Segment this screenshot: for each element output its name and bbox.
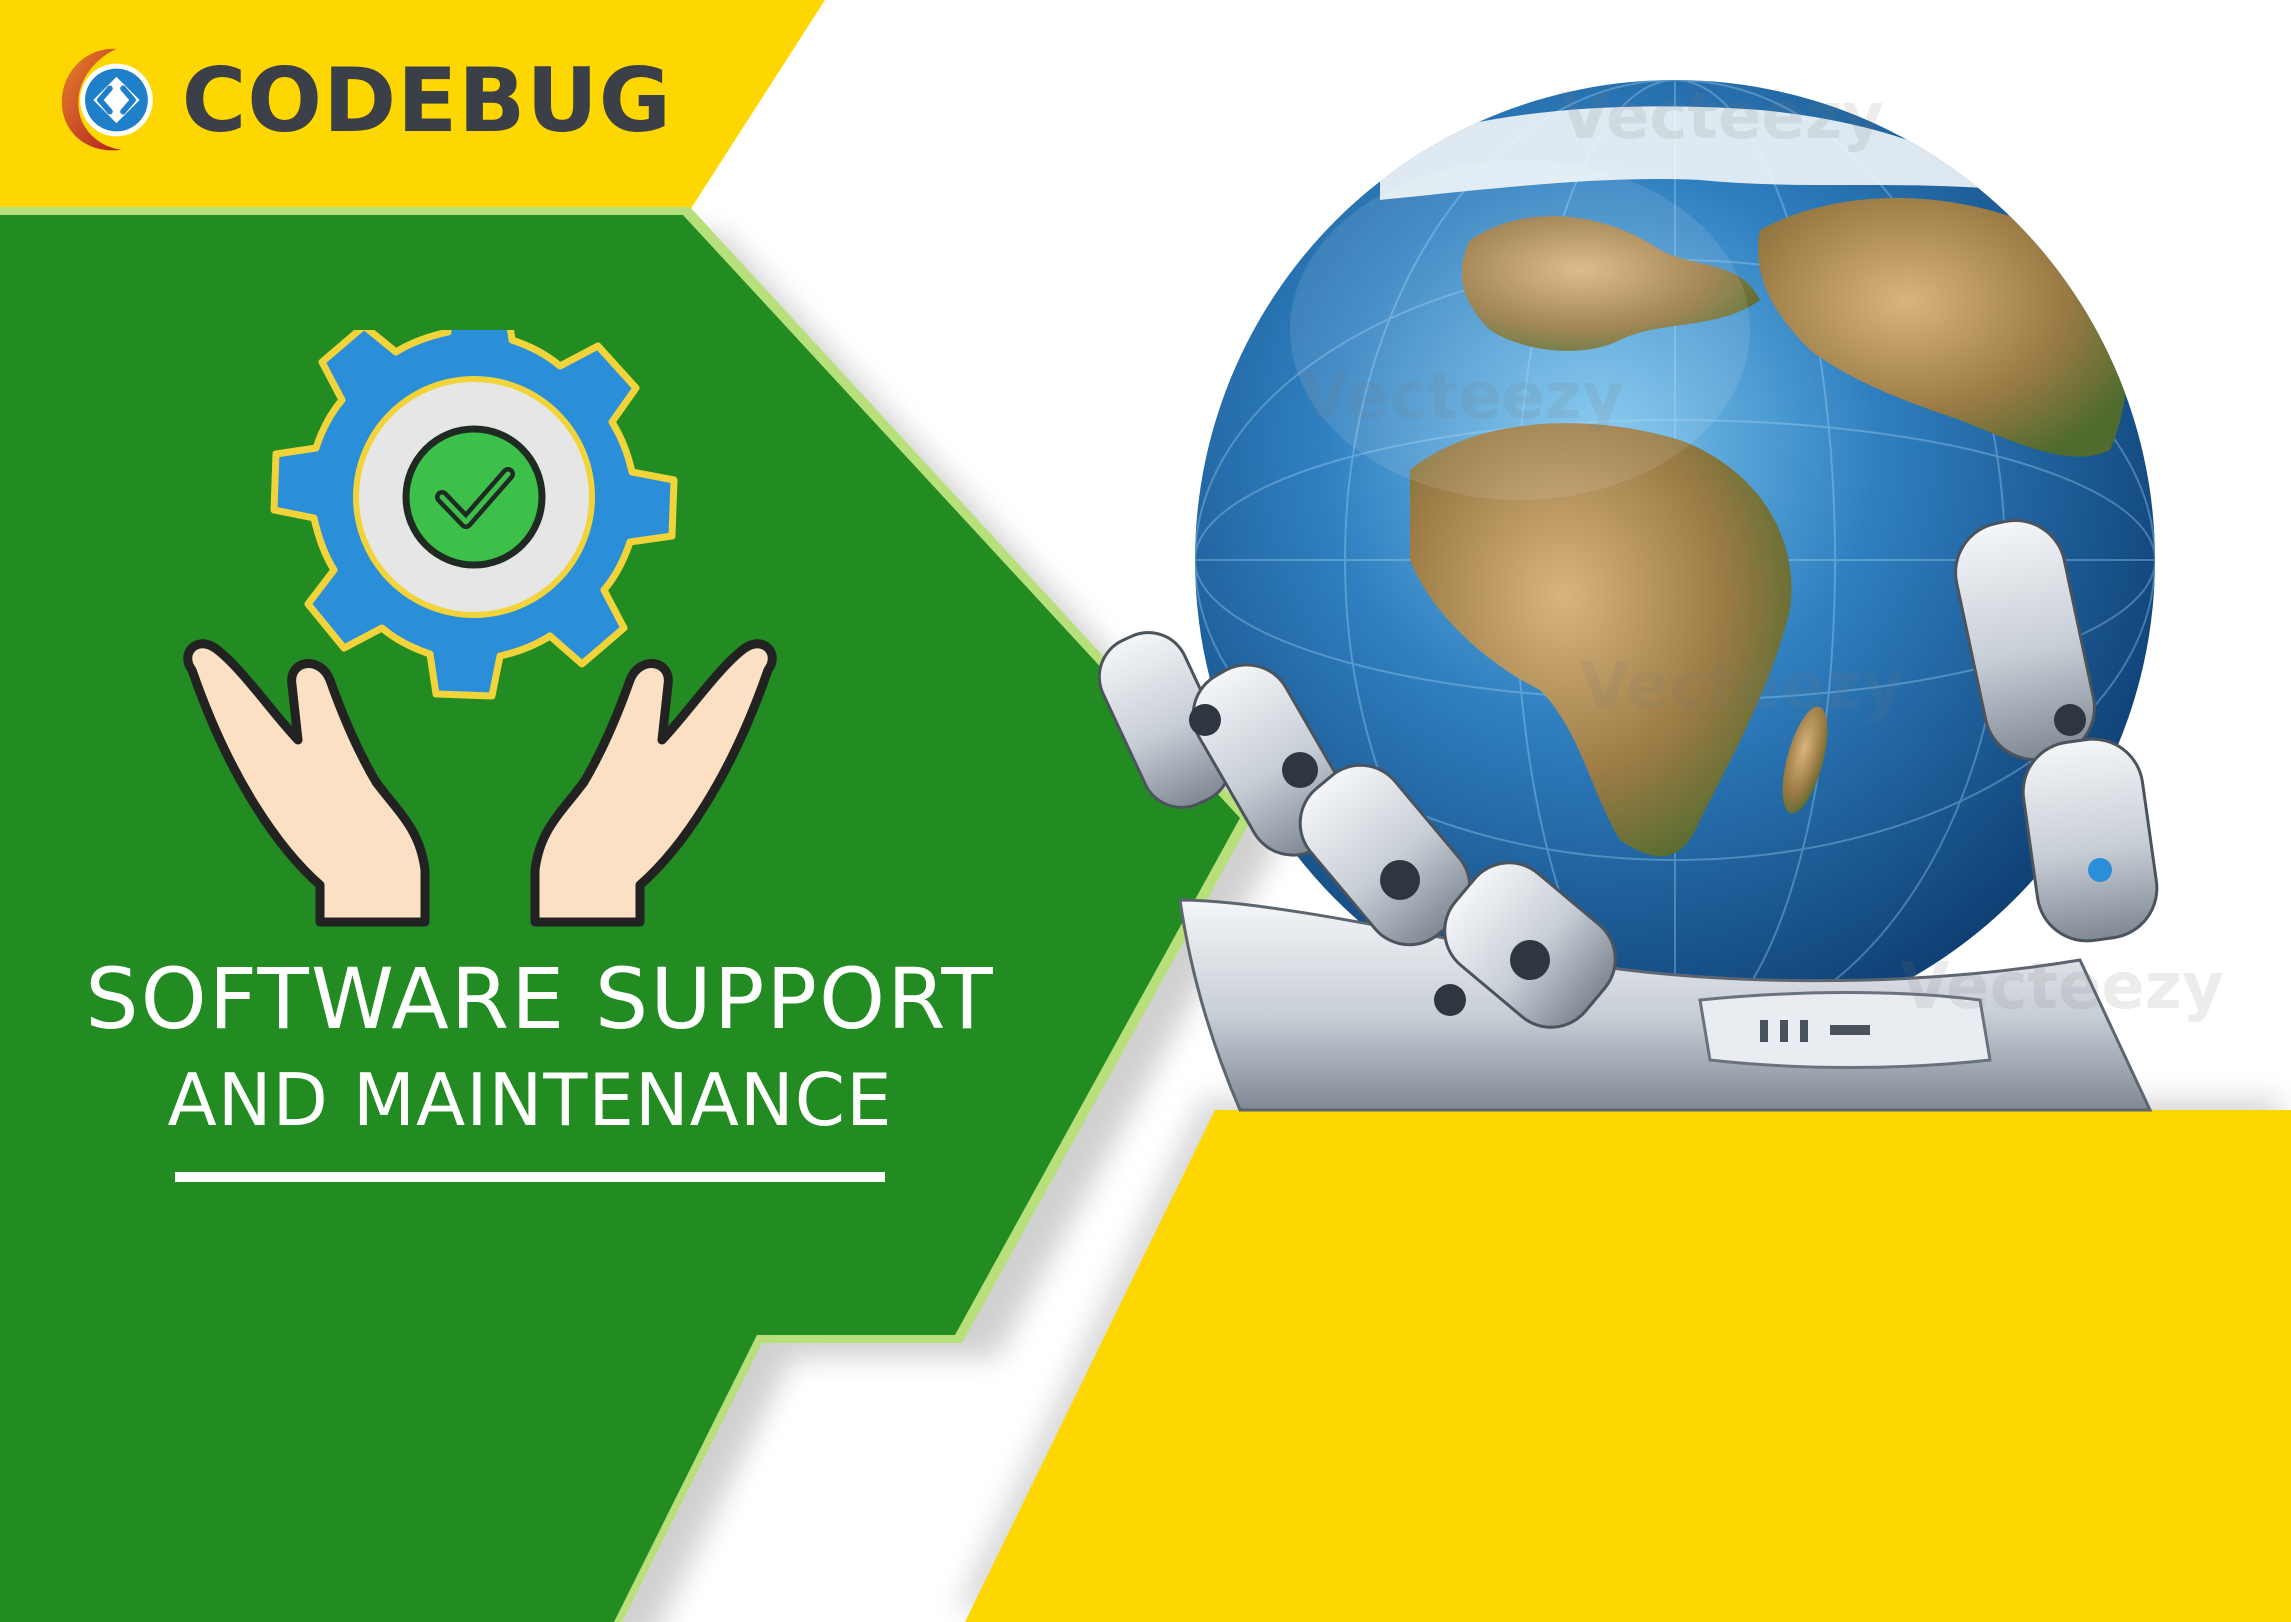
top-yellow-banner [0, 0, 825, 210]
watermark-text: Vecteezy [1580, 650, 1904, 724]
robot-hand [1097, 518, 2159, 1112]
watermark-text: Vecteezy [1560, 80, 1884, 154]
code-brackets-icon [61, 48, 153, 151]
headline-line-2: AND MAINTENANCE [167, 1058, 893, 1142]
gear-icon [270, 330, 678, 700]
globe [1195, 80, 2155, 1040]
watermark-text: Vecteezy [1300, 360, 1624, 434]
gear-check-hands-icon [183, 330, 777, 927]
headline-line-1: SOFTWARE SUPPORT [85, 950, 995, 1048]
brand-name: CODEBUG [181, 48, 672, 152]
title-underline [175, 1172, 885, 1182]
watermark-text: Vecteezy [1900, 950, 2224, 1024]
brand-logo[interactable]: CODEBUG [52, 30, 672, 170]
cupped-hands-icon [183, 639, 777, 927]
bottom-yellow-block [965, 1110, 2291, 1622]
